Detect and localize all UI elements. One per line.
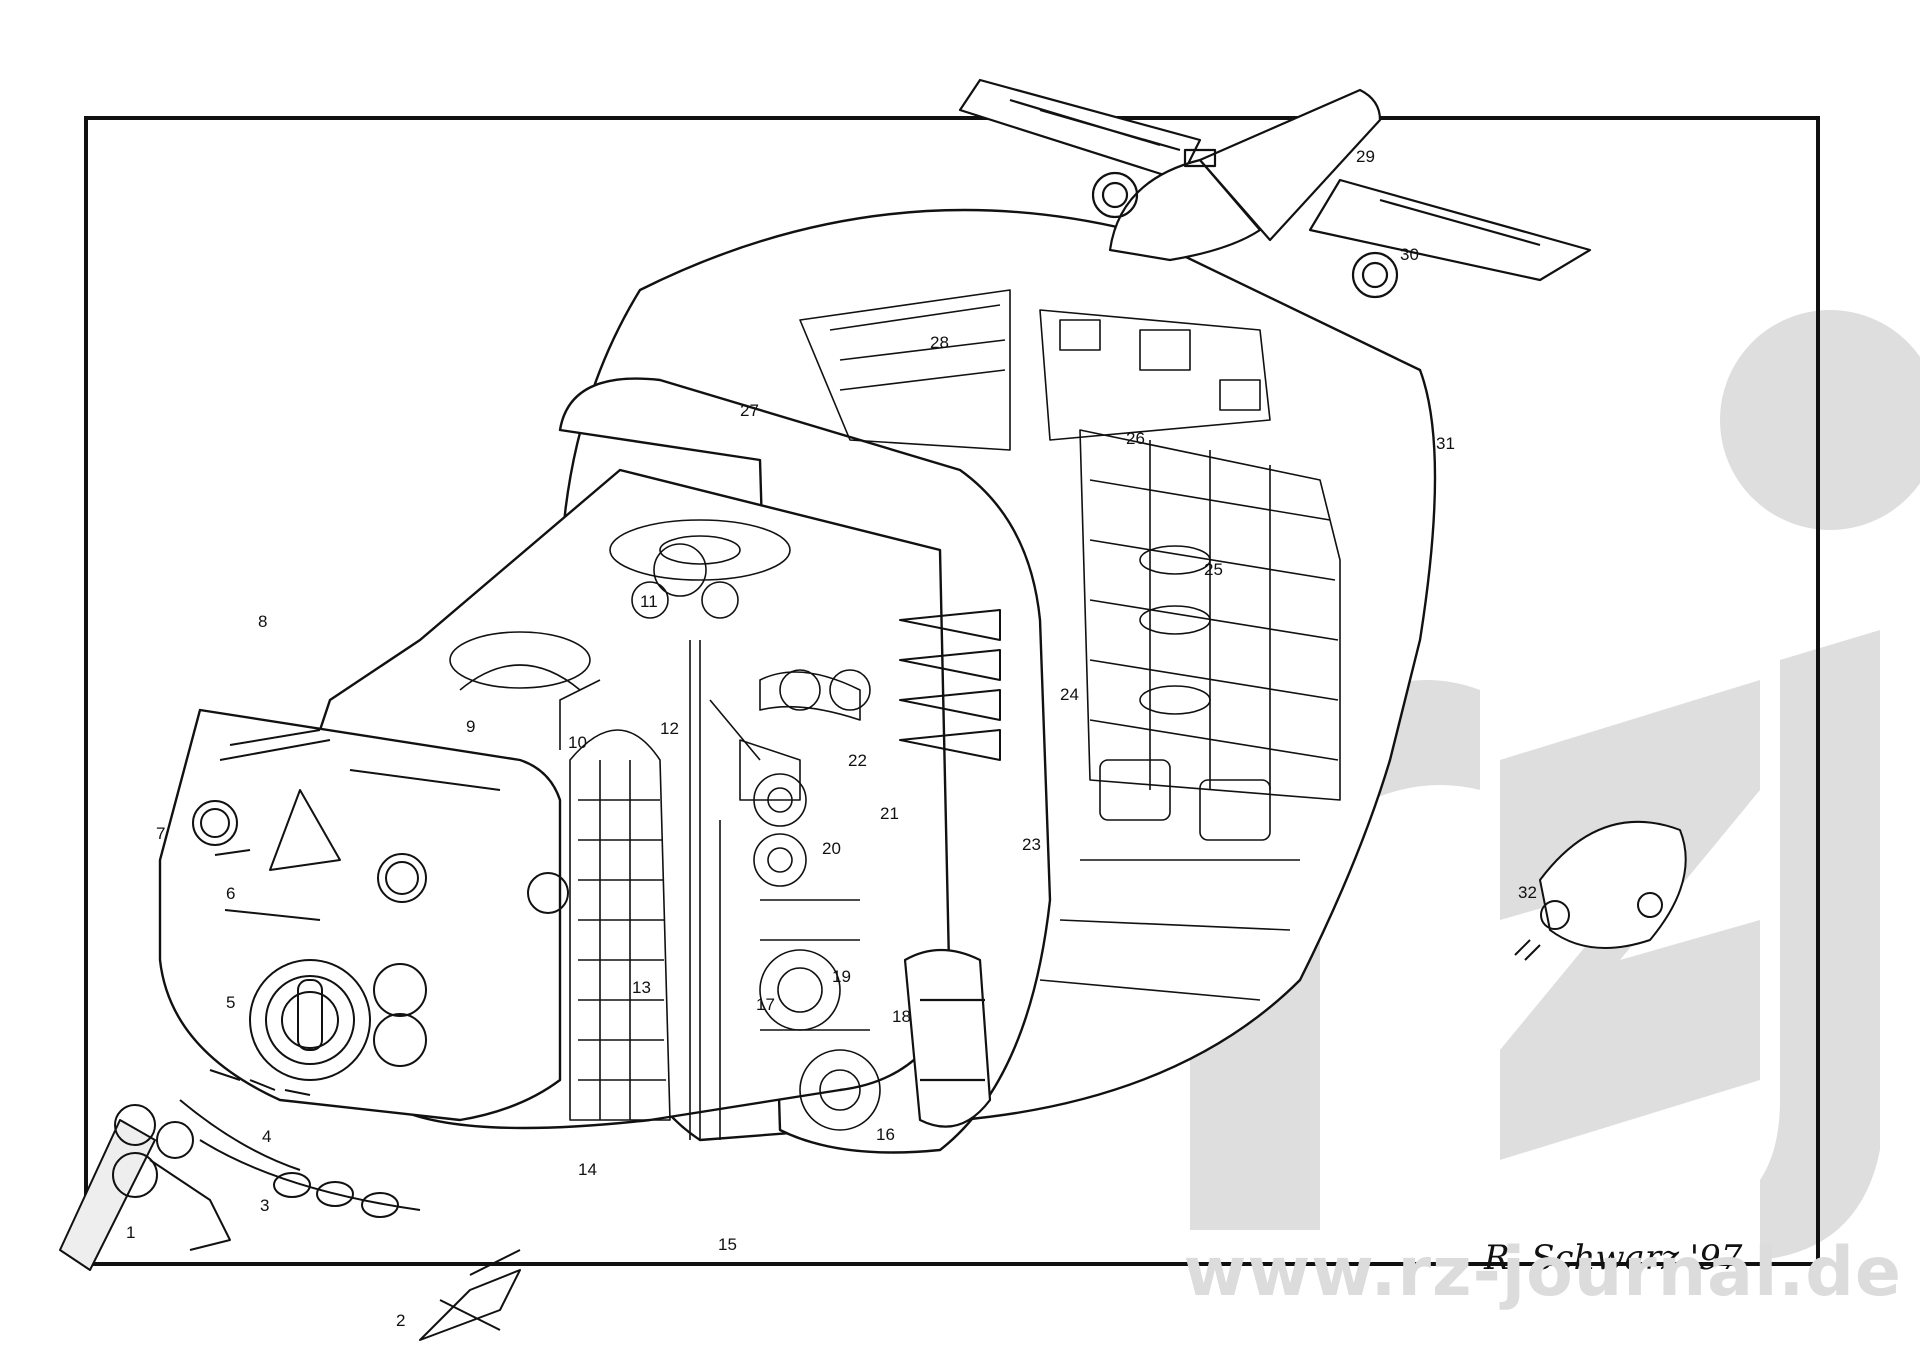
callout-15: 15 xyxy=(718,1235,737,1254)
callout-17: 17 xyxy=(756,995,775,1014)
callout-27: 27 xyxy=(740,401,759,420)
drawing-frame xyxy=(84,116,1820,1266)
callout-28: 28 xyxy=(930,333,949,352)
front-face-details xyxy=(179,729,569,1218)
callout-16: 16 xyxy=(876,1125,895,1144)
callout-8: 8 xyxy=(258,612,268,631)
callout-30: 30 xyxy=(1400,245,1419,264)
callout-13: 13 xyxy=(632,978,651,997)
callout-31: 31 xyxy=(1436,434,1455,453)
callout-1: 1 xyxy=(126,1223,136,1242)
front-face xyxy=(158,708,562,1122)
heat-fins xyxy=(899,609,1001,761)
callout-11: 11 xyxy=(640,592,658,611)
callout-14: 14 xyxy=(578,1160,597,1179)
callout-21: 21 xyxy=(880,804,899,823)
callout-19: 19 xyxy=(832,967,851,986)
callout-24: 24 xyxy=(1060,685,1079,704)
watermark-url: www.rz-journal.de xyxy=(1183,1233,1902,1312)
callout-12: 12 xyxy=(660,719,679,738)
callout-9: 9 xyxy=(466,717,476,736)
watermark-letter-j-dot xyxy=(1720,310,1920,530)
callout-23: 23 xyxy=(1022,835,1041,854)
callout-29: 29 xyxy=(1356,147,1375,166)
callout-6: 6 xyxy=(226,884,236,903)
watermark-letter-j xyxy=(1760,630,1880,1260)
top-module xyxy=(958,78,1592,299)
callout-22: 22 xyxy=(848,751,867,770)
callout-20: 20 xyxy=(822,839,841,858)
callout-10: 10 xyxy=(568,733,587,752)
callout-7: 7 xyxy=(156,824,166,843)
interior-decks xyxy=(449,519,881,1140)
forward-gear xyxy=(59,1104,231,1271)
callout-32: 32 xyxy=(1518,883,1537,902)
escape-pod-32 xyxy=(1514,820,1687,961)
rear-decks xyxy=(799,289,1341,1001)
callout-18: 18 xyxy=(892,1007,911,1026)
callout-25: 25 xyxy=(1204,560,1223,579)
callout-3: 3 xyxy=(260,1196,270,1215)
callout-5: 5 xyxy=(226,993,236,1012)
callout-4: 4 xyxy=(262,1127,272,1146)
artist-signature: R. Schwarz '97 xyxy=(1484,1238,1743,1278)
engine-pod-18 xyxy=(903,948,992,1128)
callout-2: 2 xyxy=(396,1311,406,1330)
small-shuttle-2 xyxy=(419,1249,521,1341)
callout-26: 26 xyxy=(1126,429,1145,448)
